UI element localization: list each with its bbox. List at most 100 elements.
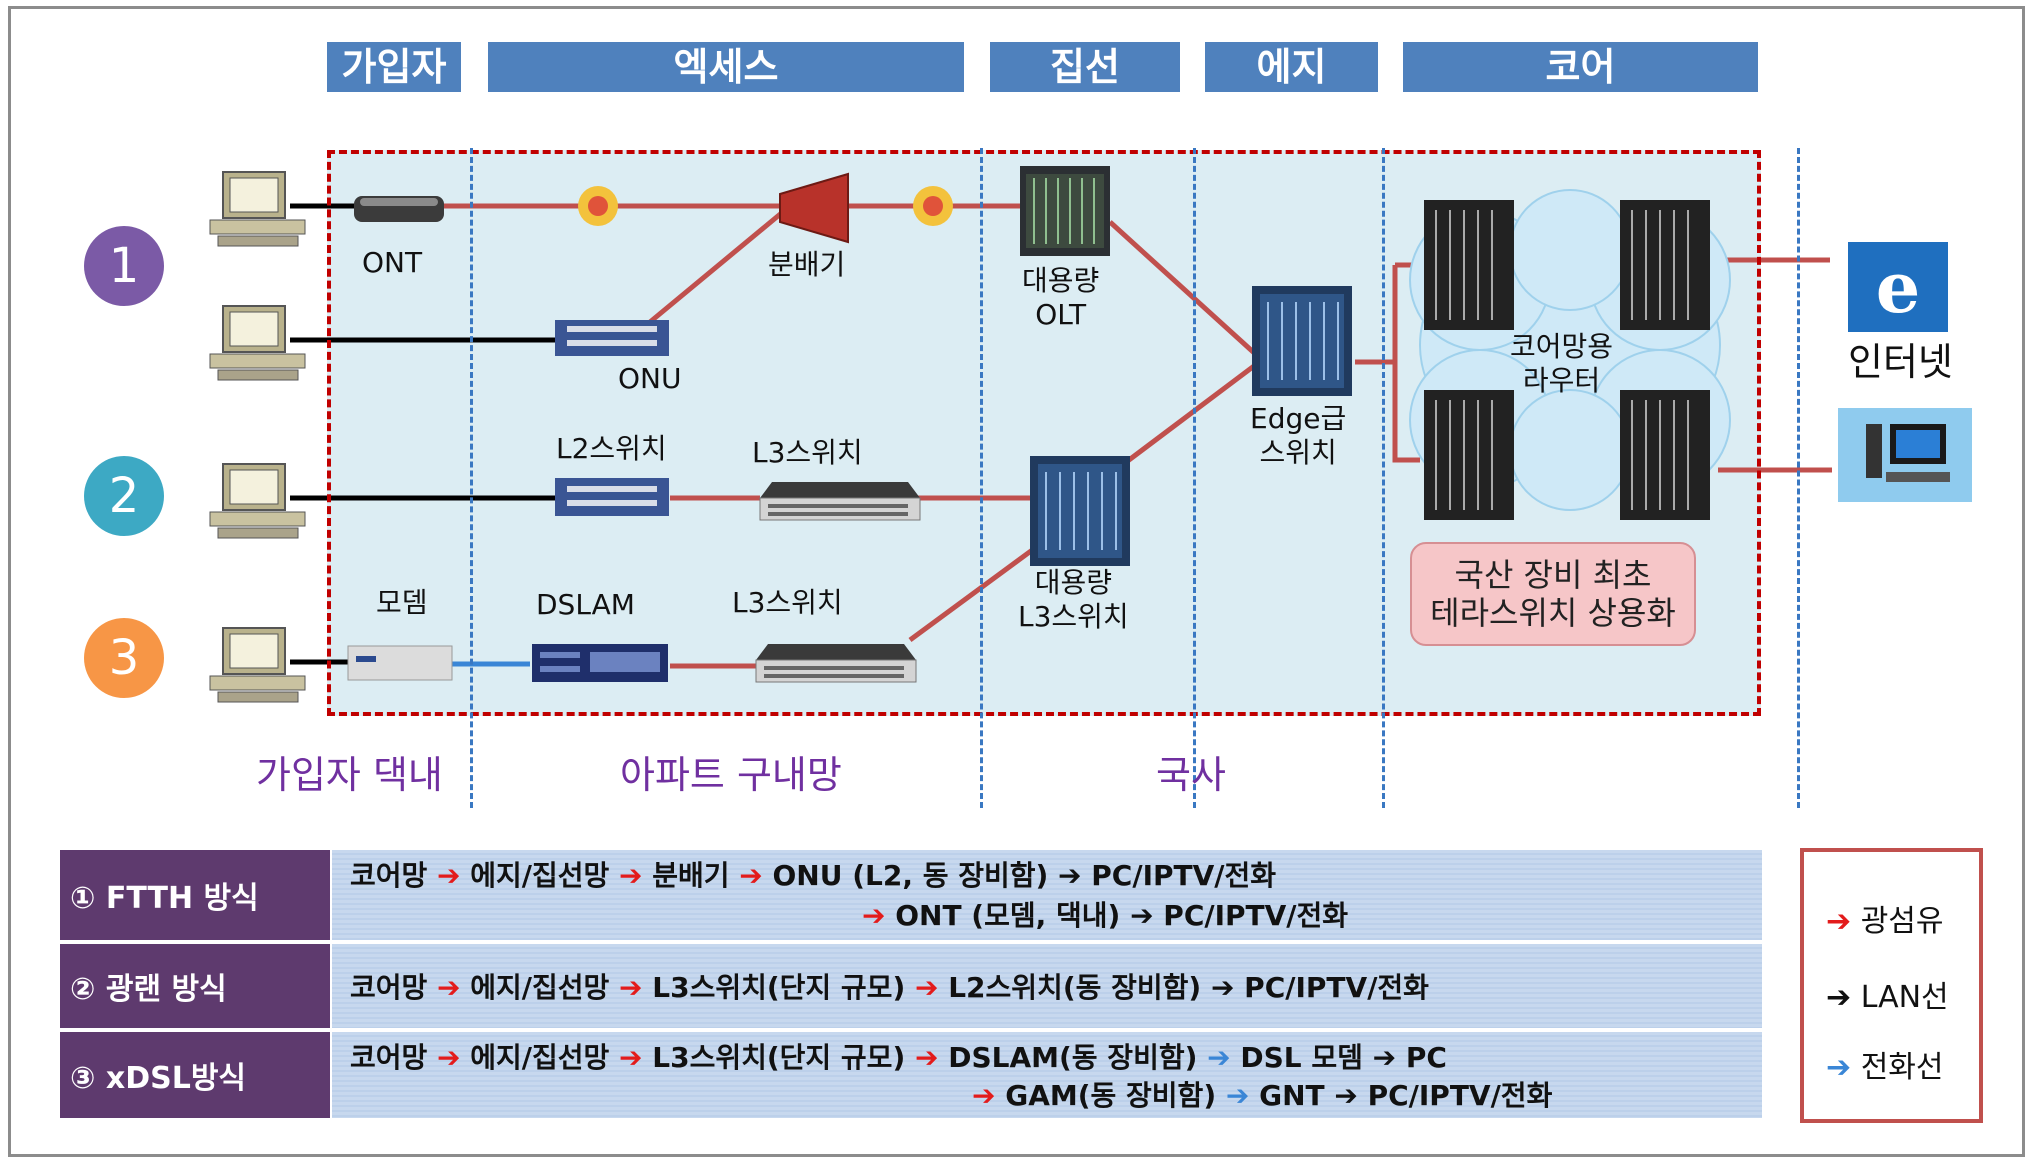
path-step: GNT	[1249, 1079, 1325, 1112]
pc-icon	[209, 305, 306, 381]
zone-label-home: 가입자 댁내	[256, 753, 443, 797]
arrow-icon: ➔	[1826, 904, 1852, 939]
row-label-lan: ② 광랜 방식	[60, 944, 330, 1028]
l2-switch-icon	[555, 478, 669, 516]
label-splitter: 분배기	[768, 248, 846, 281]
arrow-icon: ➔	[905, 1041, 939, 1074]
computer-icon	[1838, 408, 1972, 502]
core-router-icon	[1424, 200, 1514, 330]
path-step: 코어망	[350, 971, 428, 1004]
legend-item-phone: ➔ 전화선	[1826, 1042, 1944, 1086]
core-router-icon	[1620, 200, 1710, 330]
path-line: ➔ ONT (모뎀, 댁내) ➔ PC/IPTV/전화	[862, 894, 1348, 934]
network-boundary	[327, 150, 1761, 716]
legend-item-fiber: ➔ 광섬유	[1826, 896, 1944, 940]
pc-icon	[209, 627, 306, 703]
path-step: 에지/집선망	[460, 971, 610, 1004]
legend-text: LAN선	[1860, 980, 1949, 1015]
edge-switch-chassis-icon	[1252, 286, 1352, 396]
diagram-frame	[8, 6, 2025, 1157]
path-step: 에지/집선망	[460, 1041, 610, 1074]
label-edge-switch: Edge급 스위치	[1250, 402, 1347, 469]
row-label-xdsl: ③ xDSL방식	[60, 1032, 330, 1118]
internet-explorer-icon: e	[1848, 242, 1948, 332]
row-body-ftth: 코어망 ➔ 에지/집선망 ➔ 분배기 ➔ ONU (L2, 동 장비함) ➔ P…	[332, 850, 1762, 940]
label-ont: ONT	[362, 246, 423, 279]
arrow-icon: ➔	[427, 859, 461, 892]
label-l3-switch-a: L3스위치	[752, 436, 863, 469]
arrow-icon: ➔	[1120, 899, 1154, 932]
arrow-icon: ➔	[1324, 1079, 1358, 1112]
header-subscriber: 가입자	[327, 42, 461, 92]
legend-text: 광섬유	[1860, 904, 1944, 939]
path-step: 코어망	[350, 859, 428, 892]
path-step: PC/IPTV/전화	[1357, 1079, 1553, 1112]
arrow-icon: ➔	[905, 971, 939, 1004]
onu-switch-icon	[555, 320, 669, 356]
path-line: 코어망 ➔ 에지/집선망 ➔ L3스위치(단지 규모) ➔ DSLAM(동 장비…	[350, 1036, 1447, 1076]
path-step: PC	[1396, 1041, 1447, 1074]
zone-label-office: 국사	[1156, 753, 1226, 797]
olt-chassis-icon	[1020, 166, 1110, 256]
path-step: 에지/집선망	[460, 859, 610, 892]
path-step: GAM(동 장비함)	[995, 1079, 1217, 1112]
label-large-l3-switch: 대용량 L3스위치	[1018, 566, 1129, 633]
legend-item-lan: ➔ LAN선	[1826, 972, 1949, 1016]
header-aggregation: 집선	[990, 42, 1180, 92]
path-step: DSL 모뎀	[1230, 1041, 1363, 1074]
ont-device-icon	[354, 196, 444, 222]
arrow-icon: ➔	[427, 971, 461, 1004]
dslam-icon	[532, 644, 668, 682]
l3-switch-icon	[759, 482, 921, 521]
separator-home	[470, 148, 473, 808]
arrow-icon: ➔	[1826, 1050, 1852, 1085]
separator-apartment	[980, 148, 983, 808]
arrow-icon: ➔	[1197, 1041, 1231, 1074]
modem-icon	[347, 645, 453, 681]
header-edge: 에지	[1205, 42, 1378, 92]
label-l3-switch-b: L3스위치	[732, 586, 843, 619]
separator-core	[1797, 148, 1800, 808]
path-step: L3스위치(단지 규모)	[642, 971, 906, 1004]
arrow-icon: ➔	[972, 1079, 996, 1112]
arrow-icon: ➔	[1048, 859, 1082, 892]
path-line: 코어망 ➔ 에지/집선망 ➔ 분배기 ➔ ONU (L2, 동 장비함) ➔ P…	[350, 854, 1276, 894]
svg-text:e: e	[1876, 246, 1921, 329]
zone-label-apartment: 아파트 구내망	[620, 753, 842, 797]
pc-icon	[209, 463, 306, 539]
label-modem: 모뎀	[376, 586, 428, 619]
legend: ➔ 광섬유 ➔ LAN선 ➔ 전화선	[1800, 848, 1983, 1123]
path-step: PC/IPTV/전화	[1153, 899, 1349, 932]
separator-aggregation	[1193, 148, 1196, 808]
path-step: DSLAM(동 장비함)	[938, 1041, 1198, 1074]
arrow-icon: ➔	[1216, 1079, 1250, 1112]
row-body-xdsl: 코어망 ➔ 에지/집선망 ➔ L3스위치(단지 규모) ➔ DSLAM(동 장비…	[332, 1032, 1762, 1118]
header-access: 엑세스	[488, 42, 964, 92]
row-label-ftth: ① FTTH 방식	[60, 850, 330, 940]
l3-switch-icon	[755, 644, 917, 683]
separator-edge	[1382, 148, 1385, 808]
path-step: L2스위치(동 장비함)	[938, 971, 1202, 1004]
path-step: ONT (모뎀, 댁내)	[885, 899, 1121, 932]
label-core-router: 코어망용 라우터	[1510, 330, 1614, 397]
pc-icon	[209, 171, 306, 247]
label-l2-switch: L2스위치	[556, 432, 667, 465]
circle-lan: 2	[84, 456, 164, 536]
path-line: ➔ GAM(동 장비함) ➔ GNT ➔ PC/IPTV/전화	[972, 1074, 1552, 1114]
path-step: 분배기	[642, 859, 730, 892]
fiber-splice-icon	[578, 186, 618, 226]
path-step: 코어망	[350, 1041, 428, 1074]
label-dslam: DSLAM	[536, 588, 635, 621]
fiber-splice-icon	[913, 186, 953, 226]
core-router-icon	[1620, 390, 1710, 520]
path-step: L3스위치(단지 규모)	[642, 1041, 906, 1074]
arrow-icon: ➔	[427, 1041, 461, 1074]
path-step: ONU (L2, 동 장비함)	[762, 859, 1049, 892]
arrow-icon: ➔	[1826, 980, 1852, 1015]
core-router-icon	[1424, 390, 1514, 520]
large-l3-chassis-icon	[1030, 456, 1130, 566]
label-internet: 인터넷	[1848, 340, 1953, 384]
header-core: 코어	[1403, 42, 1758, 92]
terra-switch-note: 국산 장비 최초 테라스위치 상용화	[1410, 542, 1696, 646]
arrow-icon: ➔	[609, 859, 643, 892]
